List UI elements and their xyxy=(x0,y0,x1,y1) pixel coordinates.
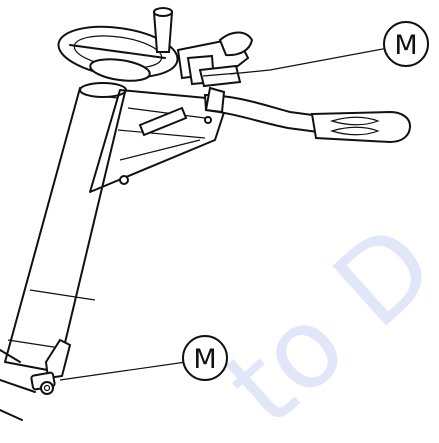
wheel-handle xyxy=(152,7,174,53)
callout-top: M xyxy=(229,21,429,75)
upper-clamp xyxy=(176,31,254,88)
locking-lever xyxy=(30,338,72,395)
watermark: to D xyxy=(202,200,439,443)
handlebar xyxy=(203,86,412,144)
watermark-text: to D xyxy=(202,200,439,443)
hand-wheel xyxy=(57,25,179,82)
callout-top-label: M xyxy=(394,30,417,61)
console-bracket xyxy=(89,89,229,193)
callout-bottom: M xyxy=(59,335,228,381)
callout-bottom-label: M xyxy=(193,344,216,375)
